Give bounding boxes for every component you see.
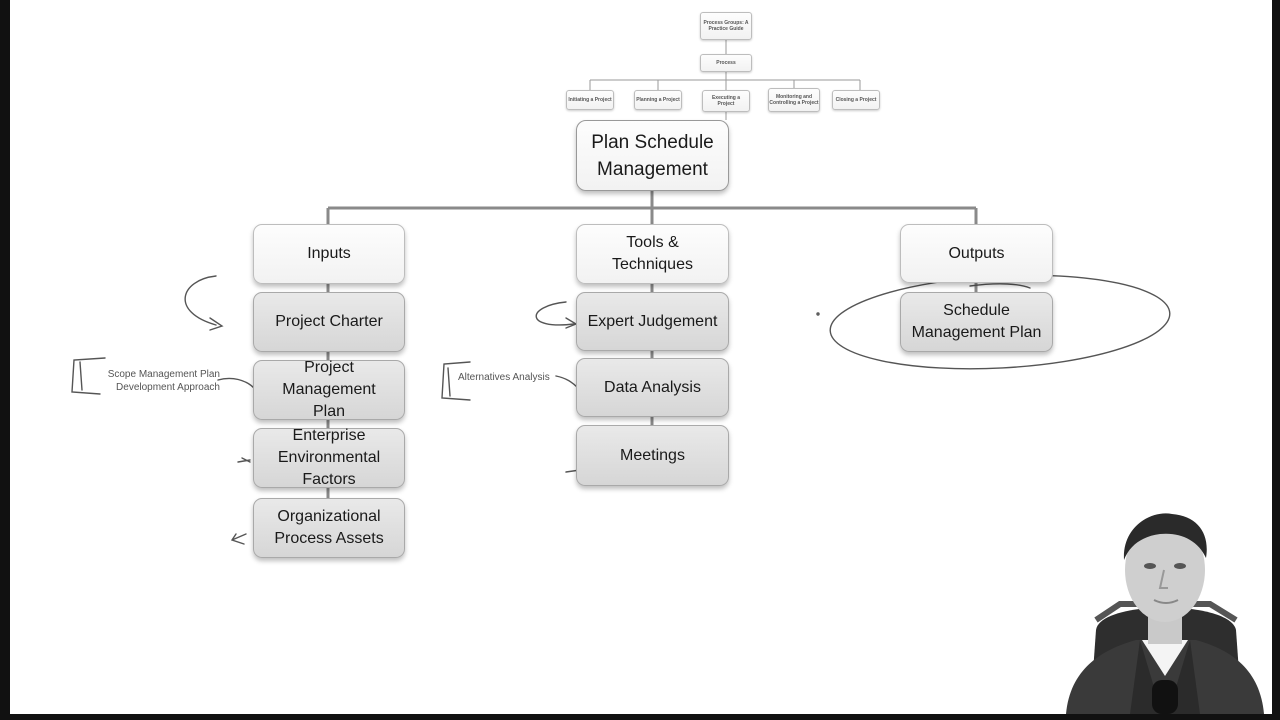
- main-process-box: Plan Schedule Management: [576, 120, 729, 191]
- tool-data-analysis: Data Analysis: [576, 358, 729, 417]
- tool-meetings: Meetings: [576, 425, 729, 486]
- input-project-management-plan: Project Management Plan: [253, 359, 405, 420]
- group-closing: Closing a Project: [832, 90, 880, 110]
- group-executing: Executing a Project: [702, 90, 750, 112]
- ink-arrow-charter: [184, 275, 217, 326]
- group-initiating: Initiating a Project: [566, 90, 614, 110]
- inputs-header: Inputs: [253, 224, 405, 284]
- outputs-header: Outputs: [900, 224, 1053, 283]
- microphone: [1152, 680, 1178, 714]
- ink-mark-eef: [237, 457, 251, 463]
- input-organizational-process-assets: Organizational Process Assets: [253, 498, 405, 558]
- input-project-charter: Project Charter: [253, 292, 405, 352]
- ink-arrow-expert: [535, 301, 575, 326]
- note-scope-management-plan: Scope Management Plan Development Approa…: [107, 369, 220, 393]
- input-enterprise-environmental-factors: Enterprise Environmental Factors: [253, 427, 405, 488]
- group-monitoring: Monitoring and Controlling a Project: [768, 88, 820, 112]
- tools-header: Tools & Techniques: [576, 224, 729, 284]
- note-alternatives-analysis: Alternatives Analysis: [458, 372, 550, 383]
- hair: [1123, 513, 1207, 560]
- shirt: [1142, 640, 1188, 676]
- ink-mark-opa: [230, 533, 247, 545]
- process-node: Process: [700, 54, 752, 72]
- slide-canvas: Process Groups: A Practice Guide Process…: [10, 0, 1272, 714]
- presenter-video-overlay: [1066, 513, 1264, 714]
- ink-bracket-data: [441, 361, 471, 401]
- jacket: [1066, 640, 1264, 714]
- root-node: Process Groups: A Practice Guide: [700, 12, 752, 40]
- group-planning: Planning a Project: [634, 90, 682, 110]
- output-schedule-management-plan: Schedule Management Plan: [900, 292, 1053, 352]
- face: [1125, 518, 1205, 622]
- tool-expert-judgement: Expert Judgement: [576, 292, 729, 351]
- ink-bracket-pmp: [71, 357, 106, 395]
